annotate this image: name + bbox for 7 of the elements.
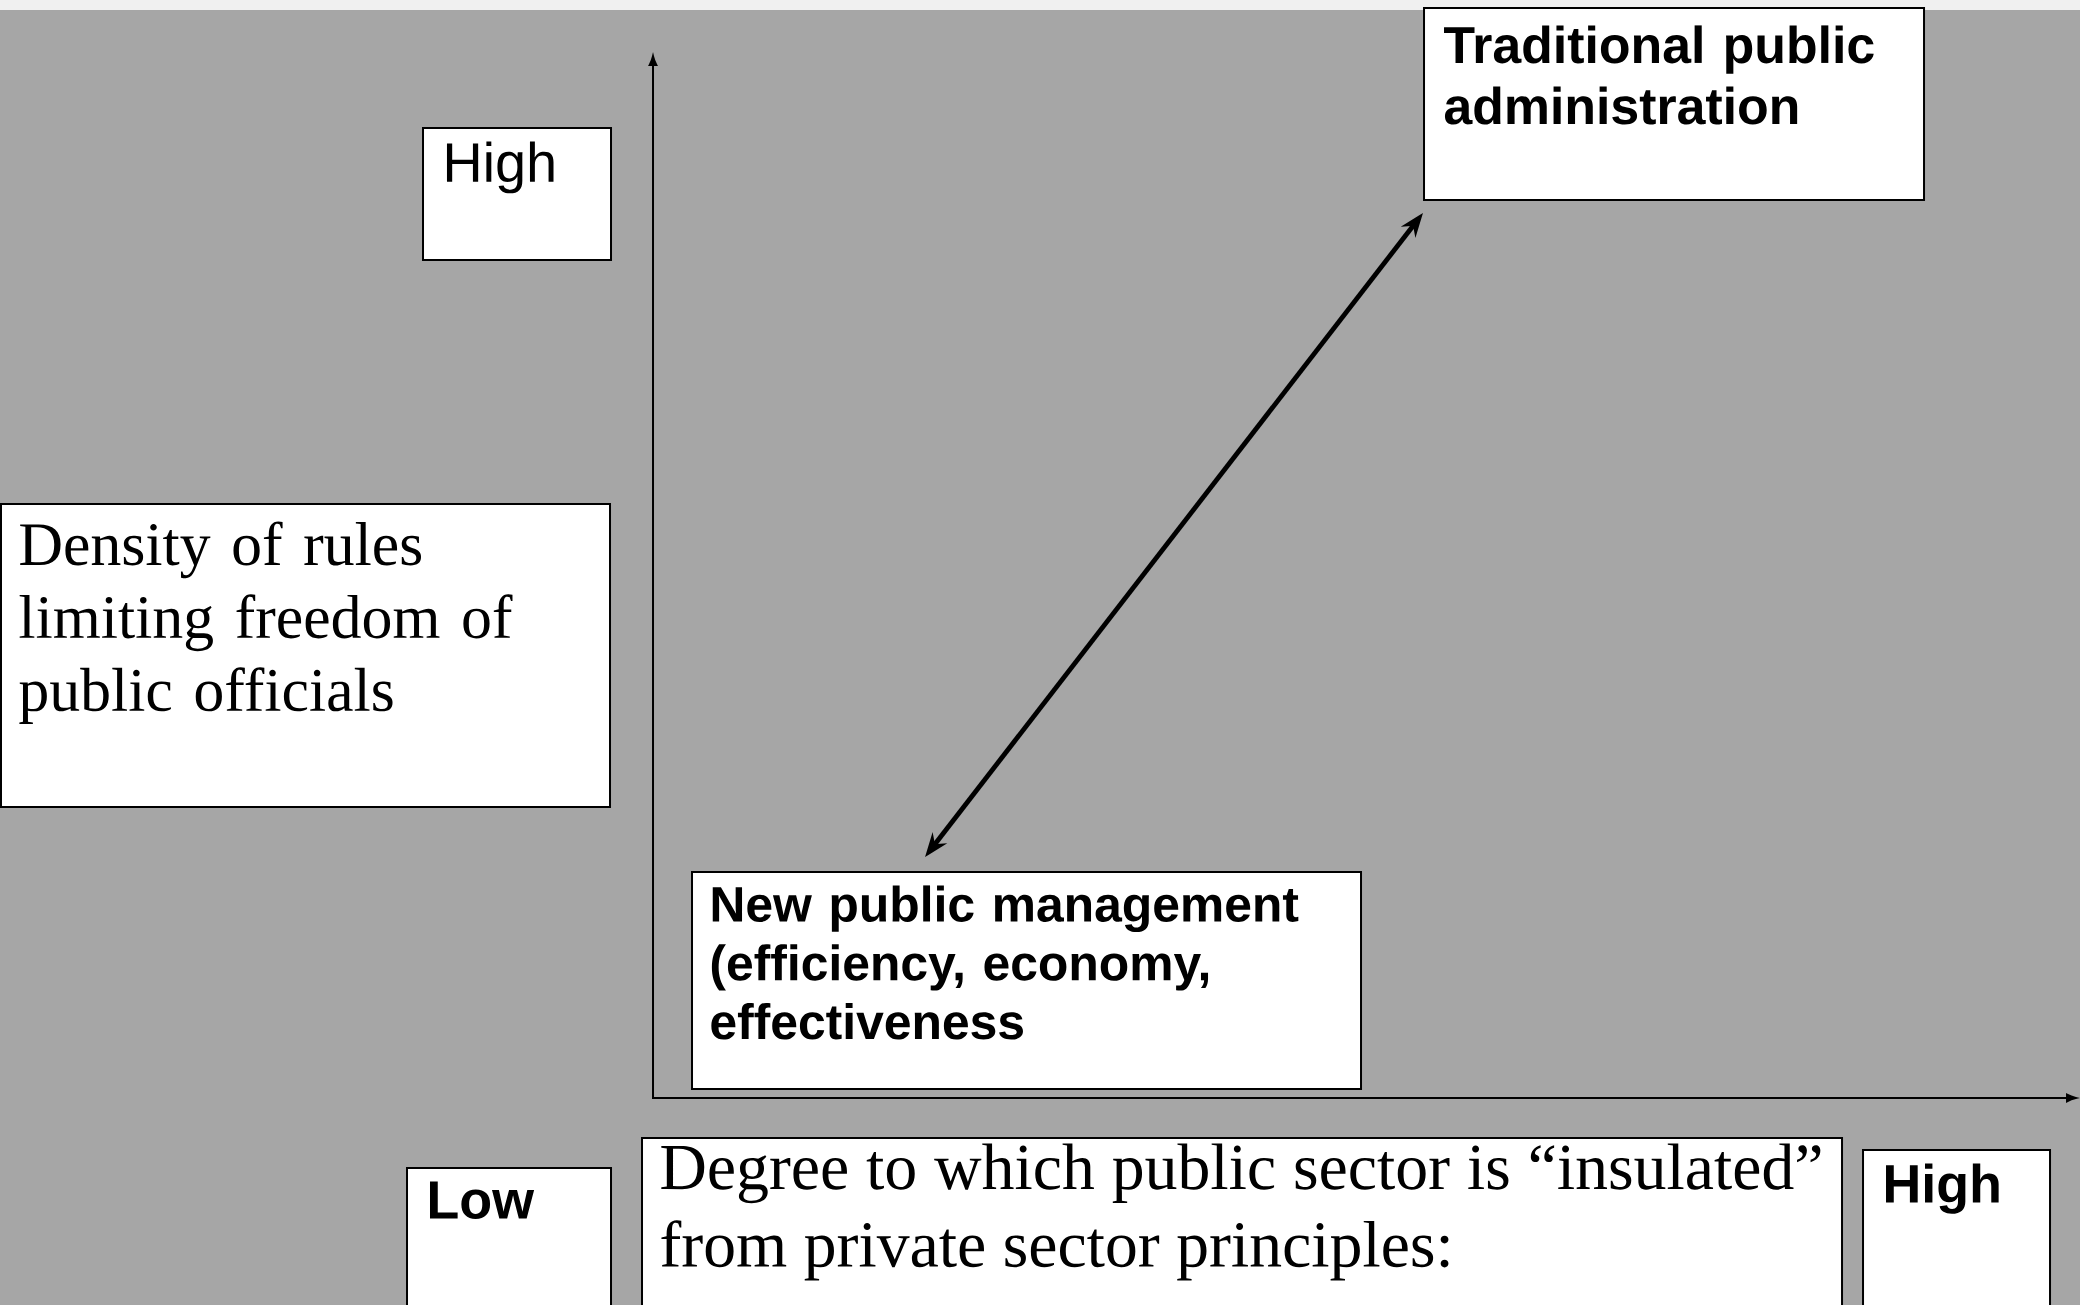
text-box: New public management (efficiency, economy, effectiveness [691, 871, 1362, 1090]
text-box: Degree to which public sector is “insulated” from private sector principles: [641, 1137, 1843, 1305]
text-box: High [422, 127, 612, 261]
text-box: Low [406, 1167, 612, 1305]
text-box: High [1862, 1149, 2051, 1305]
text-box: Density of rules limiting freedom of public officials [0, 503, 611, 808]
text-box: Traditional public administration [1423, 7, 1925, 201]
